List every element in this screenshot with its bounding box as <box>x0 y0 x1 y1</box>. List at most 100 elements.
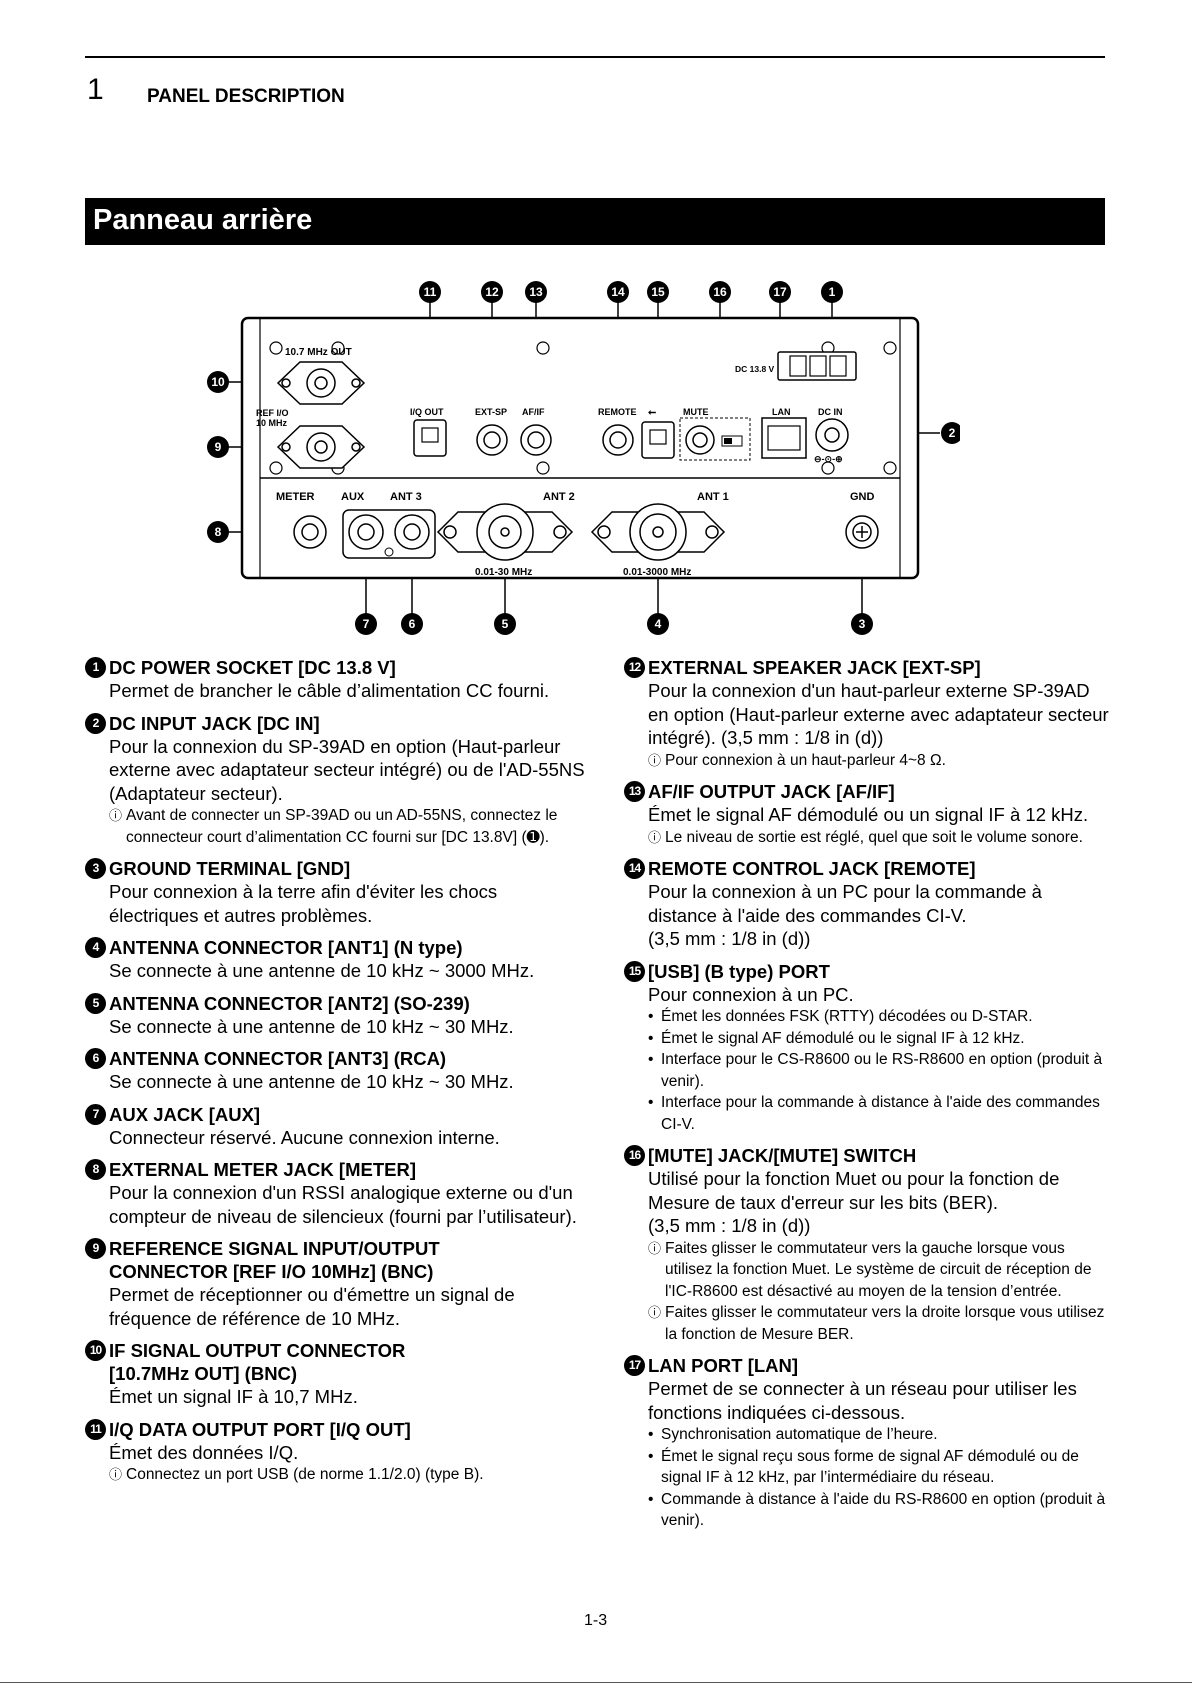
item-body-text: Émet le signal AF démodulé ou un signal … <box>648 804 1089 825</box>
item-body-text: Se connecte à une antenne de 10 kHz ~ 30… <box>109 1015 514 1037</box>
label-ref-io-10mhz: 10 MHz <box>256 418 288 428</box>
callout-4: 4 <box>647 613 669 635</box>
callout-12: 12 <box>481 281 503 303</box>
bullet-icon: • <box>648 1029 654 1047</box>
item-heading-text: DC POWER SOCKET [DC 13.8 V] <box>109 657 396 678</box>
item-heading-lines: EXTERNAL METER JACK [METER] <box>109 1158 416 1181</box>
info-icon: ⓘ <box>109 1467 123 1482</box>
item-bullet-text: Interface pour le CS-R8600 ou le RS-R860… <box>661 1051 1103 1090</box>
svg-text:3: 3 <box>859 617 866 631</box>
svg-text:5: 5 <box>502 617 509 631</box>
callout-badges: 11 12 13 14 15 16 17 1 2 3 4 5 6 7 8 9 1… <box>207 281 960 635</box>
connector-ext-sp <box>476 424 508 456</box>
connector-10-7mhz-out <box>276 361 366 405</box>
callout-2: 2 <box>941 422 960 444</box>
item-bullet-text: Émet le signal reçu sous forme de signal… <box>661 1447 1079 1487</box>
label-ant1: ANT 1 <box>697 491 729 503</box>
connector-aux <box>348 514 384 550</box>
item-heading-text: [MUTE] JACK/[MUTE] SWITCH <box>648 1145 917 1166</box>
item-note-text: Faites glisser le commutateur vers la ga… <box>665 1239 1092 1300</box>
item-note-text: Pour connexion à un haut-parleur 4~8 Ω. <box>665 751 946 769</box>
item-heading-text: I/Q DATA OUTPUT PORT [I/Q OUT] <box>109 1418 411 1440</box>
item-bullet-list: •Synchronisation automatique de l’heure.… <box>624 1424 1114 1532</box>
item-heading-lines: ANTENNA CONNECTOR [ANT3] (RCA) <box>109 1047 446 1070</box>
callout-5: 5 <box>494 613 516 635</box>
item-heading-lines: ANTENNA CONNECTOR [ANT2] (SO-239) <box>109 992 470 1015</box>
top-rule <box>85 56 1105 58</box>
connector-ant2 <box>436 503 574 561</box>
item-body-text: Permet de brancher le câble d’alimentati… <box>109 680 550 701</box>
label-lan: LAN <box>772 407 791 417</box>
chapter-title: PANEL DESCRIPTION <box>147 86 345 107</box>
connector-af-if <box>520 424 552 456</box>
item-body-text: Permet de se connecter à un réseau pour … <box>648 1378 1077 1423</box>
item-heading-lines: DC POWER SOCKET [DC 13.8 V] <box>109 656 396 679</box>
item-heading-text: IF SIGNAL OUTPUT CONNECTOR <box>109 1340 406 1361</box>
item-note-text: Avant de connecter un SP-39AD ou un AD-5… <box>126 807 558 846</box>
item-bullet: •Commande à distance à l'aide du RS-R860… <box>648 1489 1114 1532</box>
page-number: 1-3 <box>584 1612 608 1629</box>
label-ant1-freq: 0.01-3000 MHz <box>623 567 691 578</box>
label-ant3: ANT 3 <box>390 491 422 503</box>
item-heading-text: ANTENNA CONNECTOR [ANT3] (RCA) <box>109 1048 447 1069</box>
label-dc-polarity: ⊖-⊙-⊕ <box>814 454 843 464</box>
callout-16: 16 <box>709 281 731 303</box>
item-heading-lines: LAN PORT [LAN] <box>648 1354 798 1377</box>
item-body-text: Pour la connexion d'un RSSI analogique e… <box>109 1182 577 1227</box>
item-heading-text: EXTERNAL METER JACK [METER] <box>109 1159 416 1180</box>
svg-text:10: 10 <box>211 375 225 389</box>
connector-gnd <box>845 515 879 549</box>
item-note-text: Connectez un port USB (de norme 1.1/2.0)… <box>126 1466 484 1483</box>
label-meter: METER <box>276 491 315 503</box>
callout-15: 15 <box>647 281 669 303</box>
chapter-number: 1 <box>87 73 104 106</box>
item-number-badge: 5 <box>85 992 106 1014</box>
label-aux: AUX <box>341 491 365 503</box>
item-heading-text: ANTENNA CONNECTOR [ANT2] (SO-239) <box>109 992 470 1014</box>
item-number-badge: 6 <box>85 1048 106 1069</box>
item-heading-lines: AUX JACK [AUX] <box>109 1103 260 1126</box>
item-heading-lines: [MUTE] JACK/[MUTE] SWITCH <box>648 1144 916 1167</box>
label-remote: REMOTE <box>598 407 637 417</box>
callout-8: 8 <box>207 521 229 543</box>
bullet-icon: • <box>648 1426 654 1443</box>
connector-dc-in <box>815 418 849 452</box>
svg-text:15: 15 <box>651 285 665 299</box>
item-bullet-list: •Émet les données FSK (RTTY) décodées ou… <box>624 1006 1114 1135</box>
connector-ant3 <box>394 514 430 550</box>
item-body-text: Se connecte à une antenne de 10 kHz ~ 30… <box>109 960 535 981</box>
item-body-text: (3,5 mm : 1/8 in (d)) <box>648 1215 811 1236</box>
item-number-badge: 9 <box>85 1238 106 1259</box>
item-bullet-text: Commande à distance à l'aide du RS-R8600… <box>661 1490 1106 1530</box>
item-heading-lines: ANTENNA CONNECTOR [ANT1] (N type) <box>109 936 463 959</box>
rear-panel-diagram: 10.7 MHz OUT REF I/O 10 MHz I/Q OUT EXT-… <box>207 281 960 635</box>
item-number-badge: 8 <box>85 1159 106 1180</box>
item-number-badge: 11 <box>85 1418 106 1440</box>
connector-remote <box>602 424 634 456</box>
item-heading-text: REFERENCE SIGNAL INPUT/OUTPUT <box>109 1238 440 1259</box>
label-ext-sp: EXT-SP <box>475 407 507 417</box>
item-heading-text: LAN PORT [LAN] <box>648 1355 799 1376</box>
item-number-badge: 16 <box>624 1145 645 1166</box>
item-heading-lines: AF/IF OUTPUT JACK [AF/IF] <box>648 780 895 803</box>
